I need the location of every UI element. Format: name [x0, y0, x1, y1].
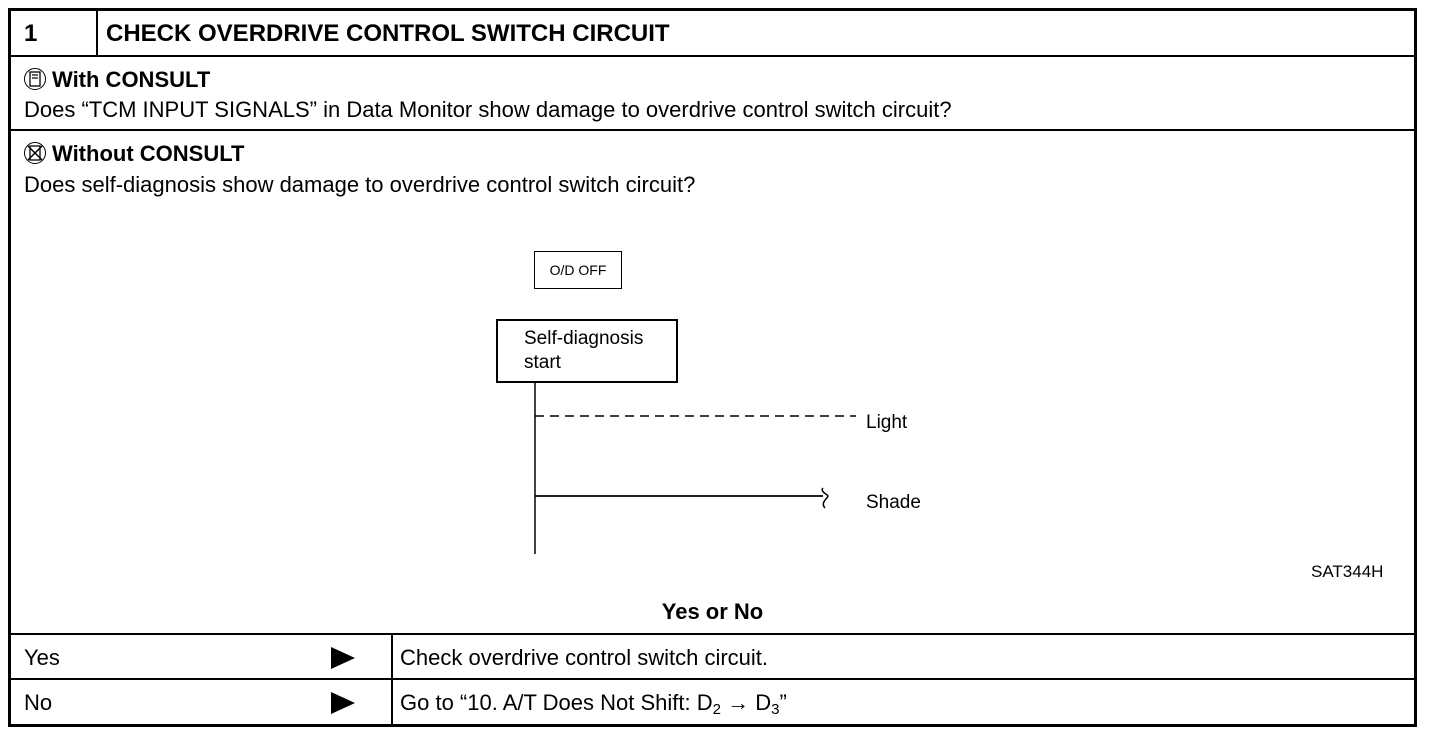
start-label-line2: start: [524, 352, 561, 373]
step-number: 1: [24, 20, 38, 47]
row-separator: [11, 678, 1414, 680]
diagnostic-procedure-table: 1 CHECK OVERDRIVE CONTROL SWITCH CIRCUIT…: [8, 8, 1417, 727]
figure-id: SAT344H: [1311, 562, 1384, 581]
yes-arrow-icon: [331, 647, 355, 669]
row-separator: [11, 55, 1414, 57]
answer-yes-label: Yes: [24, 645, 60, 670]
yes-or-no-label: Yes or No: [661, 599, 764, 624]
answer-no-action: Go to “10. A/T Does Not Shift: D2 → D3”: [400, 690, 787, 718]
header-divider: [96, 11, 98, 55]
answer-no-label: No: [24, 690, 53, 715]
od-off-label: O/D OFF: [549, 262, 607, 278]
row-separator: [11, 633, 1414, 635]
no-arrow-icon: [331, 692, 355, 714]
signal-lines: [534, 383, 856, 554]
no-consult-icon: [24, 142, 46, 164]
answer-yes-action: Check overdrive control switch circuit.: [400, 645, 769, 670]
with-consult-question: Does “TCM INPUT SIGNALS” in Data Monitor…: [24, 97, 952, 122]
with-consult-label: With CONSULT: [52, 67, 211, 92]
self-diagnosis-start-box: Self-diagnosis start: [496, 319, 678, 383]
step-title: CHECK OVERDRIVE CONTROL SWITCH CIRCUIT: [106, 20, 670, 47]
start-label-line1: Self-diagnosis: [524, 328, 644, 349]
with-consult-heading: With CONSULT: [24, 67, 210, 93]
consult-icon: [24, 68, 46, 90]
light-label: Light: [866, 412, 908, 433]
od-off-switch: O/D OFF: [534, 251, 622, 289]
without-consult-label: Without CONSULT: [52, 141, 245, 166]
without-consult-question: Does self-diagnosis show damage to overd…: [24, 172, 696, 197]
without-consult-heading: Without CONSULT: [24, 141, 244, 167]
shade-label: Shade: [866, 492, 921, 513]
row-separator: [11, 129, 1414, 131]
